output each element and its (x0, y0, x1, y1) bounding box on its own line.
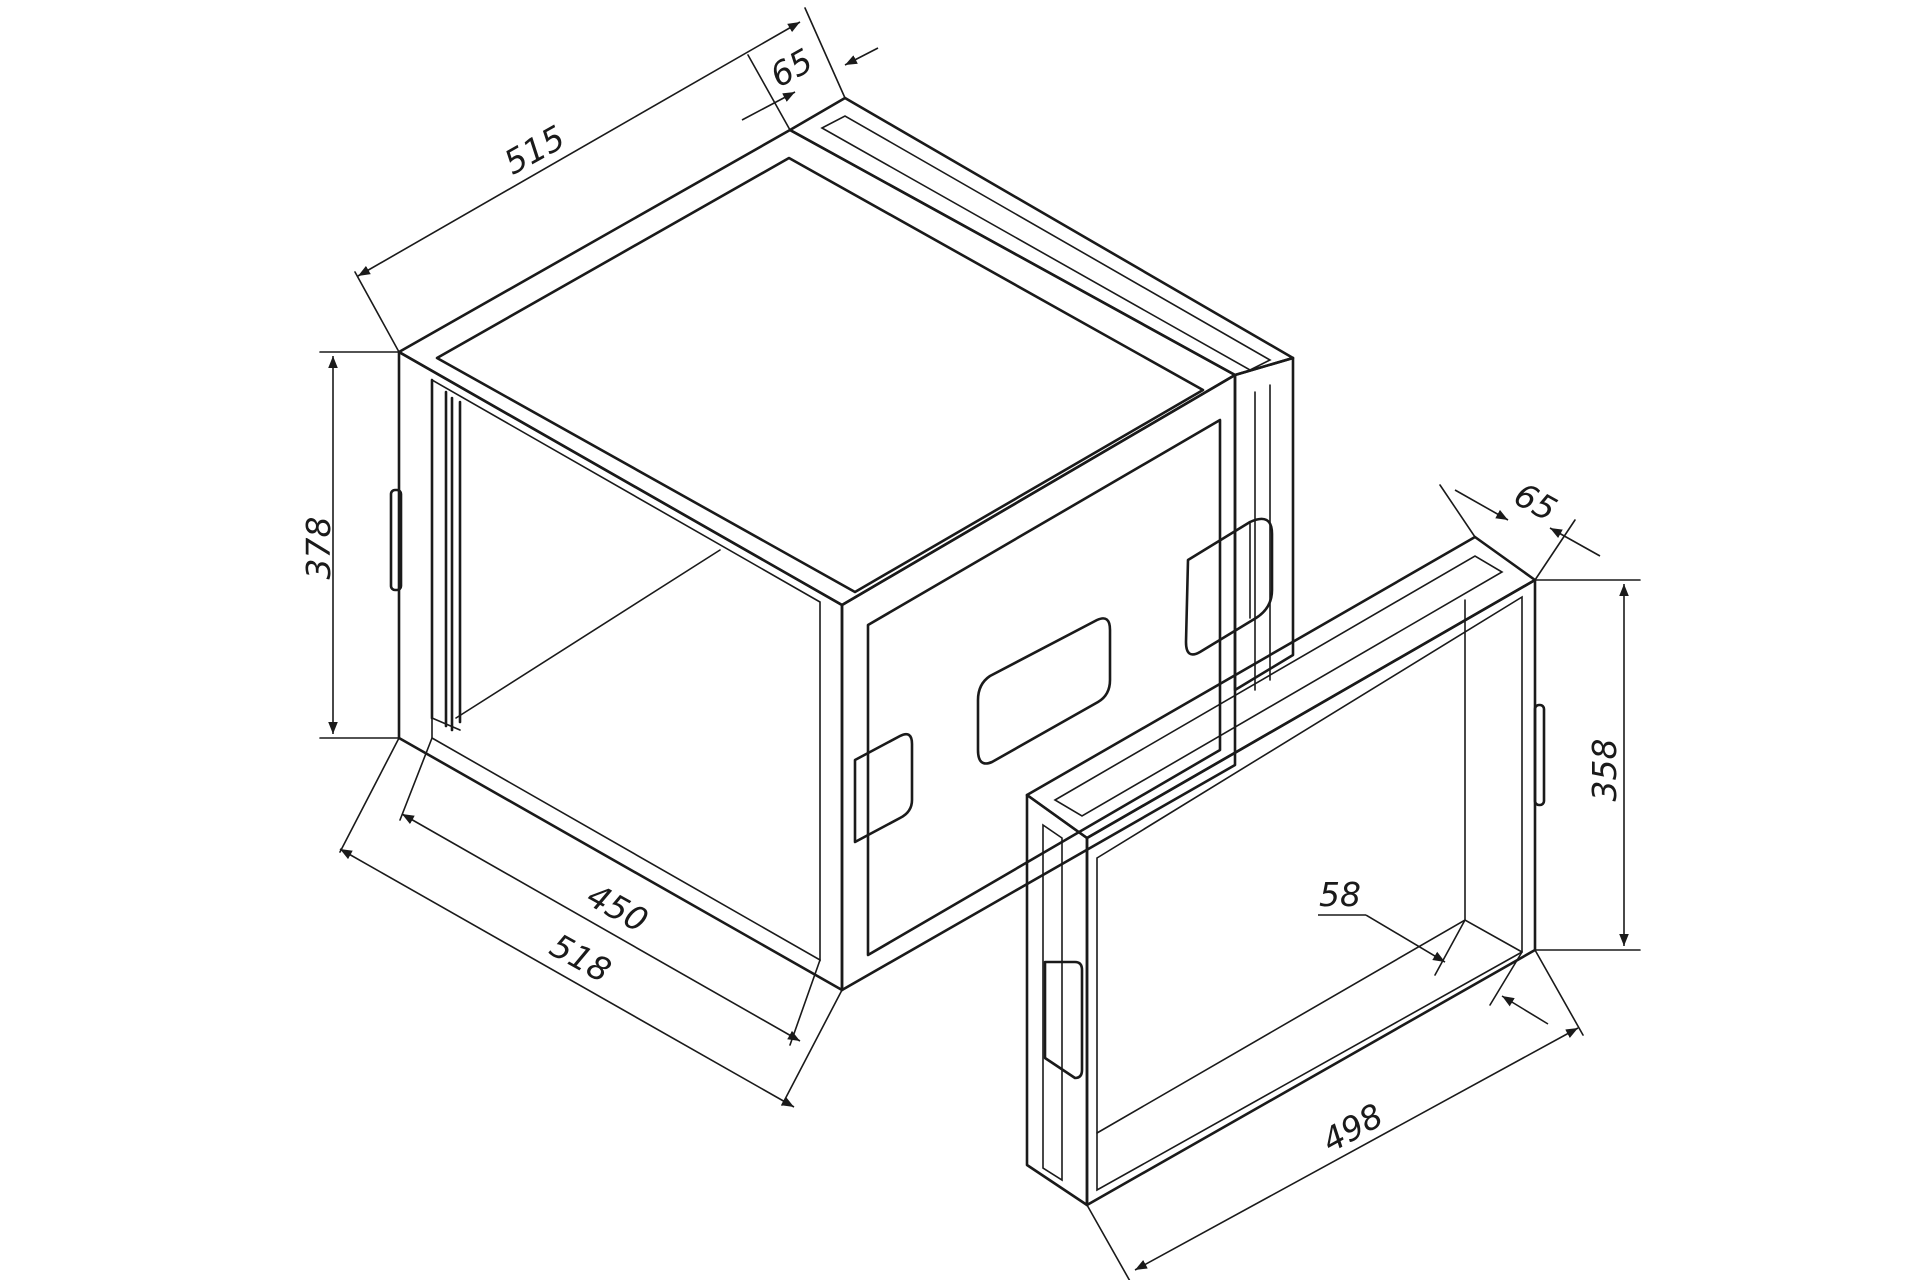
lid-tray-floor (1096, 919, 1523, 1134)
case-side-face (840, 373, 1237, 992)
lid-top-edge (1025, 535, 1537, 840)
dim-case-width: 515 (354, 21, 801, 353)
lid-latch (1043, 960, 1084, 1080)
lid-front-face (1085, 578, 1537, 1207)
case-left-handle (389, 488, 403, 592)
lid-inner-tray (1096, 595, 1523, 1192)
case-side-panel (866, 418, 1222, 957)
dim-label-358: 358 (1585, 739, 1624, 802)
case-latch-front (853, 732, 914, 844)
case-top-face (397, 128, 1237, 607)
dim-label-65-top: 65 (764, 41, 820, 95)
dim-case-inner-width: 450 (399, 737, 821, 1046)
case-interior-edge (455, 549, 721, 719)
dim-case-height: 378 (299, 351, 400, 739)
case-back-rail-side (1233, 356, 1295, 692)
case-body (389, 96, 1295, 992)
dim-label-378: 378 (299, 517, 338, 580)
dim-label-65-lid: 65 (1508, 475, 1564, 529)
case-top-panel (435, 156, 1205, 594)
case-side-handle (976, 617, 1112, 765)
lid-left-slot (1042, 823, 1063, 1182)
lid (1025, 535, 1546, 1207)
dim-label-58: 58 (1319, 875, 1361, 914)
rack-rail-left (430, 378, 462, 732)
dim-lid-depth: 65 (1439, 475, 1601, 581)
case-back-rail-top (788, 96, 1295, 377)
case-latch-back (1184, 517, 1274, 656)
dim-case-rail-depth: 65 (741, 7, 879, 121)
dim-lid-inset: 58 (1318, 875, 1549, 1025)
dim-lid-height: 358 (1534, 579, 1641, 951)
dim-label-515: 515 (497, 118, 571, 183)
lid-top-slot (1053, 555, 1504, 817)
case-front-opening (431, 378, 821, 962)
case-back-rail-slot (820, 115, 1272, 371)
dim-label-450: 450 (581, 876, 655, 941)
dim-label-518: 518 (544, 926, 618, 991)
lid-right-handle (1533, 703, 1546, 807)
